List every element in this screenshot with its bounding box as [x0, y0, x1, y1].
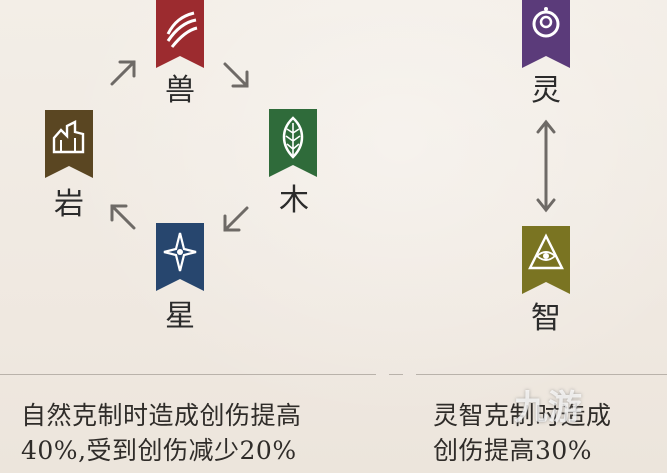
rock-badge — [45, 110, 93, 178]
star-label: 星 — [165, 299, 195, 334]
spirit-badge — [522, 0, 570, 68]
spirit-wisdom-counter-line-1: 灵智克制时造成 — [433, 401, 612, 430]
all-seeing-eye-icon — [522, 226, 570, 294]
rock-icon — [45, 110, 93, 178]
rock-label: 岩 — [54, 187, 84, 222]
wisdom-label: 智 — [531, 301, 561, 336]
divider-right — [416, 374, 667, 375]
swirl-orb-icon — [522, 0, 570, 68]
claw-marks-icon — [156, 0, 204, 68]
star-badge — [156, 223, 204, 291]
nature-counter-line-1: 自然克制时造成创伤提高 — [21, 401, 302, 430]
beast-badge — [156, 0, 204, 68]
arrow-star-to-rock — [110, 204, 136, 230]
arrow-wood-to-star — [223, 206, 249, 232]
star-icon — [156, 223, 204, 291]
divider-gap-dash — [389, 374, 403, 375]
wood-label: 木 — [279, 183, 309, 218]
arrow-rock-to-beast — [110, 60, 136, 86]
wisdom-badge — [522, 226, 570, 294]
wood-badge — [269, 109, 317, 177]
spirit-wisdom-counter-line-2: 创伤提高30% — [433, 436, 593, 465]
nature-counter-line-2: 40%,受到创伤减少20% — [21, 436, 297, 465]
spirit-label: 灵 — [531, 73, 561, 108]
leaf-icon — [269, 109, 317, 177]
watermark-logo: 九游 — [514, 388, 582, 428]
arrow-beast-to-wood — [223, 62, 249, 88]
beast-label: 兽 — [165, 73, 195, 108]
arrow-spirit-wisdom-bidirectional — [536, 119, 556, 213]
divider-left — [0, 374, 376, 375]
